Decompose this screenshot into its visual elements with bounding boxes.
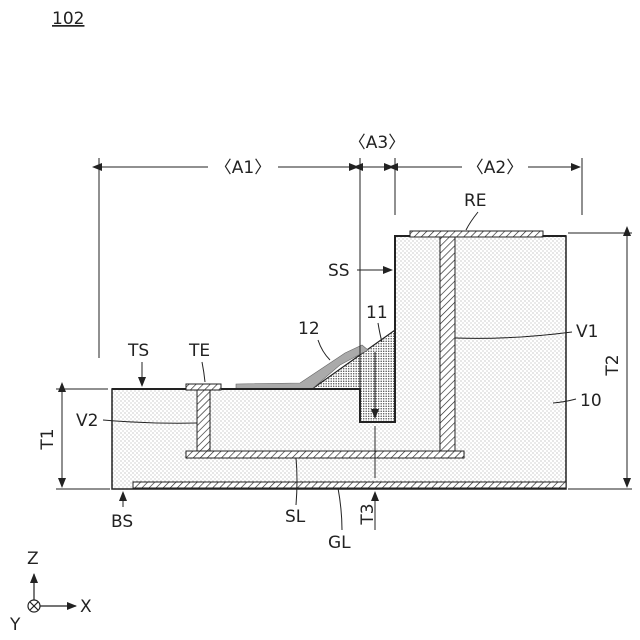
sl-label: SL <box>285 507 306 527</box>
z-axis-label: Z <box>27 549 39 569</box>
label-10: 10 <box>580 391 602 411</box>
re-electrode <box>410 231 543 237</box>
re-leader <box>466 212 478 230</box>
re-label: RE <box>464 191 487 211</box>
t2-label: T2 <box>603 354 623 376</box>
x-axis-label: X <box>80 597 92 617</box>
ts-label: TS <box>127 341 149 361</box>
gl-leader <box>338 488 342 530</box>
v1-via <box>440 237 455 452</box>
y-axis-label: Y <box>9 615 21 635</box>
region-a3-label: 〈A3〉 <box>349 133 405 153</box>
leader-11 <box>378 323 382 342</box>
v1-label: V1 <box>576 322 598 342</box>
gl-label: GL <box>328 533 351 553</box>
label-11: 11 <box>366 303 388 323</box>
region-a2-label: 〈A2〉 <box>467 158 523 178</box>
t1-label: T1 <box>38 428 58 450</box>
v2-via <box>197 390 210 452</box>
t3-label: T3 <box>358 503 378 525</box>
bs-label: BS <box>111 512 133 532</box>
region-a1-label: 〈A1〉 <box>215 158 271 178</box>
v2-label: V2 <box>76 411 98 431</box>
ss-label: SS <box>328 261 350 281</box>
gl-layer <box>133 482 566 488</box>
label-12: 12 <box>298 319 320 339</box>
sl-layer <box>186 451 464 458</box>
figure-number: 102 <box>52 9 84 29</box>
te-electrode <box>186 384 221 390</box>
leader-12 <box>318 340 330 360</box>
te-label: TE <box>188 341 210 361</box>
te-leader <box>202 362 205 382</box>
